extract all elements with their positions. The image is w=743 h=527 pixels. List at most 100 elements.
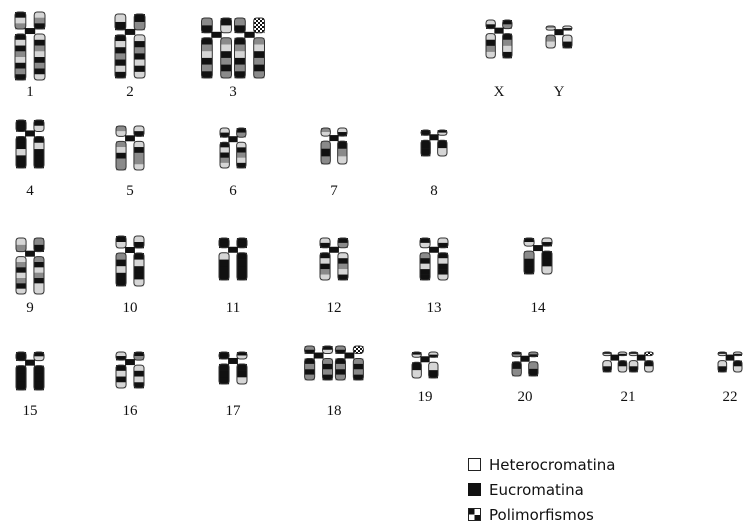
chromatid-outline	[420, 139, 431, 157]
chromosome-band	[15, 12, 26, 18]
chromosome-5	[115, 125, 145, 171]
chromosome-band	[335, 374, 346, 381]
chromosome-band	[133, 376, 144, 383]
chromatid-outline	[33, 33, 46, 81]
chromosome-band	[133, 152, 144, 159]
chromatid-outline	[437, 252, 449, 281]
chromosome-band	[320, 263, 331, 270]
chromosome-band	[541, 251, 552, 260]
chromosome-band	[420, 252, 431, 259]
chromosome-band	[320, 242, 331, 249]
chromosome-band	[234, 44, 246, 52]
chromosome-band	[133, 279, 144, 287]
chromosome-band	[512, 361, 522, 370]
centromere	[24, 28, 36, 35]
chromosome-13	[419, 237, 449, 281]
chromatid-outline	[133, 351, 145, 361]
chromosome-band	[116, 131, 127, 137]
chromatid-outline	[114, 13, 127, 31]
chromosome-band	[629, 366, 638, 373]
chromosome-band	[201, 57, 213, 65]
chromosome-band	[733, 366, 742, 373]
chromosome-label: 6	[229, 183, 237, 199]
chromosome-band	[618, 360, 627, 367]
chromatid-outline	[234, 17, 246, 34]
chromosome-band	[321, 132, 331, 137]
chromosome-band	[33, 161, 44, 169]
chromosome-band	[304, 363, 315, 370]
chromatid-outline	[528, 361, 539, 377]
centromere	[25, 250, 35, 257]
chromosome-band	[337, 132, 347, 137]
chromatid-outline	[320, 127, 331, 137]
chromosome-band	[337, 252, 348, 259]
centromere	[420, 356, 430, 363]
chromosome-band	[236, 273, 247, 281]
chromosome-band	[486, 51, 496, 59]
chromosome-band	[437, 140, 447, 149]
chromosome-band	[304, 358, 315, 365]
chromosome-band	[133, 126, 144, 132]
chromatid-outline	[334, 345, 346, 355]
centromere	[211, 31, 222, 38]
chromosome-21-a	[602, 351, 628, 373]
chromosome-band	[115, 53, 126, 60]
chromosome-band	[133, 242, 144, 249]
chromosome-band	[236, 152, 246, 158]
chromatid-outline	[115, 235, 127, 249]
chromosome-18-a	[304, 345, 334, 381]
chromosome-band	[234, 25, 246, 34]
chromosome-9	[15, 237, 45, 295]
chromosome-band	[15, 51, 26, 58]
chromosome-band	[220, 18, 232, 26]
chromosome-label: 19	[417, 389, 433, 405]
chromosome-band	[524, 242, 535, 247]
chromatid-outline	[115, 364, 127, 389]
centromere	[344, 352, 355, 359]
chromosome-band	[219, 266, 230, 274]
chromosome-band	[16, 142, 27, 150]
chromosome-band	[16, 120, 27, 127]
chromosome-band	[134, 34, 145, 42]
chromatid-outline	[304, 358, 316, 381]
chromosome-band	[219, 273, 230, 281]
chromosome-label: 16	[122, 403, 138, 419]
chromosome-band	[220, 57, 232, 65]
chromosome-band	[353, 346, 364, 351]
chromosome-band	[15, 45, 26, 52]
chromatid-outline	[114, 34, 127, 79]
chromosome-band	[718, 352, 727, 355]
chromosome-band	[618, 353, 627, 356]
chromosome-20	[511, 351, 539, 377]
chromosome-band	[201, 51, 213, 59]
chromosome-band	[133, 131, 144, 137]
chromosome-band	[219, 355, 230, 360]
chromatid-outline	[644, 360, 654, 373]
chromosome-band	[528, 352, 538, 355]
chromosome-band	[546, 41, 556, 49]
chromosome-band	[33, 125, 44, 132]
chromosome-band	[421, 148, 431, 157]
chromosome-band	[629, 352, 638, 355]
chromosome-band	[236, 352, 247, 356]
chromosome-band	[16, 272, 27, 279]
chromosome-band	[337, 128, 347, 133]
chromosome-band	[420, 258, 431, 264]
chromosome-band	[322, 369, 333, 375]
chromatid-outline	[33, 351, 45, 362]
chromatid-outline	[337, 237, 349, 249]
chromosome-band	[34, 62, 45, 69]
chromosome-label: 22	[722, 389, 738, 405]
centromere	[610, 354, 620, 361]
chromosome-band	[335, 346, 346, 351]
chromosome-band	[253, 51, 265, 59]
chromosome-band	[33, 272, 44, 279]
chromosome-band	[34, 23, 45, 30]
chromosome-band	[33, 238, 44, 246]
chromatid-outline	[218, 351, 230, 360]
chromosome-band	[133, 352, 144, 357]
chromosome-label: 1	[26, 84, 34, 100]
chromosome-band	[134, 53, 145, 60]
centromere	[125, 135, 135, 142]
chromosome-band	[718, 366, 727, 373]
